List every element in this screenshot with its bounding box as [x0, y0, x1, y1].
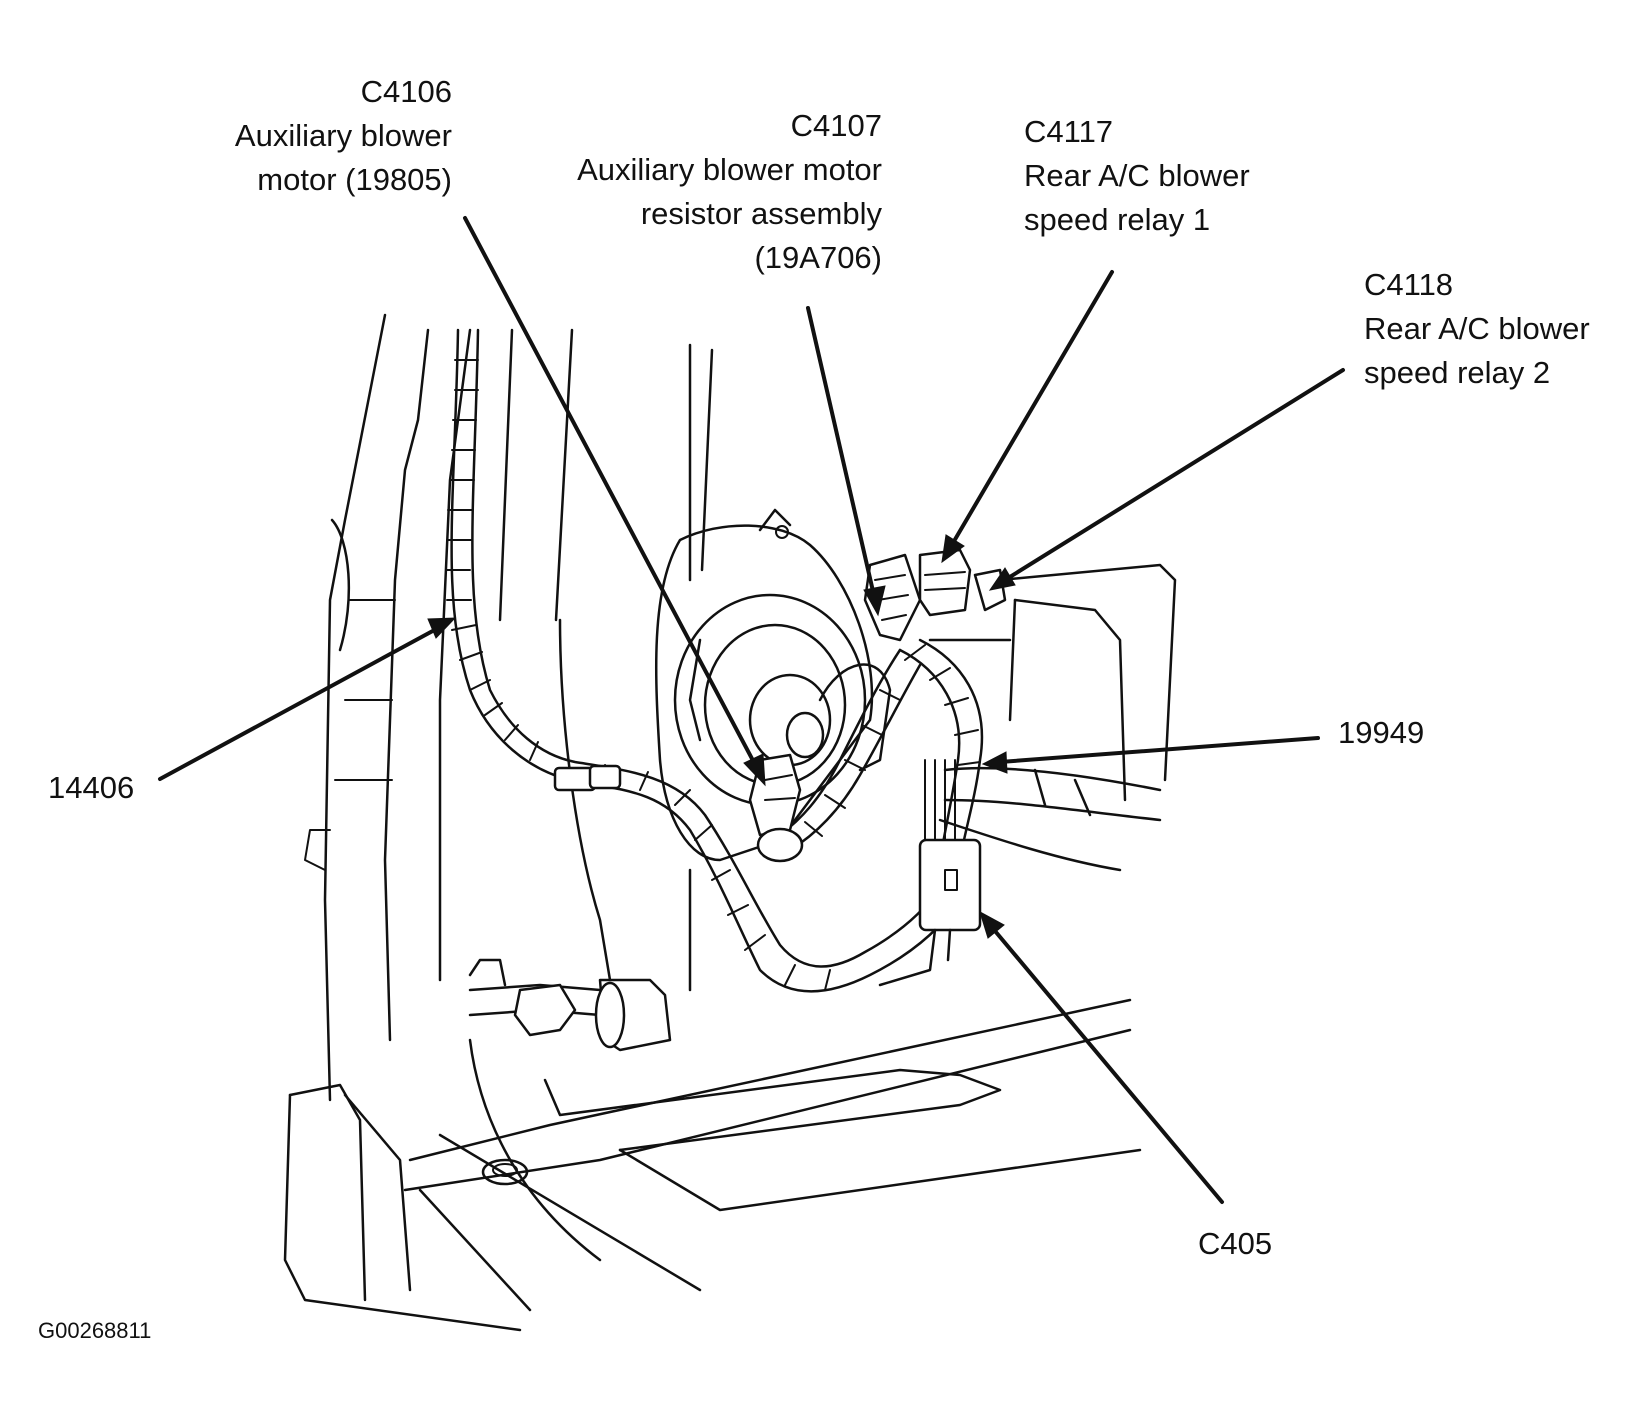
arrowhead-14406 [427, 617, 457, 639]
callout-c4107: C4107 Auxiliary blower motor resistor as… [540, 104, 882, 280]
leader-14406 [158, 625, 442, 781]
arrowhead-19949 [981, 751, 1008, 774]
harness-14406 [445, 328, 962, 1052]
callout-14406-code: 14406 [48, 770, 135, 805]
callout-14406: 14406 [48, 766, 134, 810]
callout-c405: C405 [1198, 1222, 1272, 1266]
leader-c4118 [1003, 368, 1345, 582]
callout-c4107-code: C4107 [790, 108, 882, 143]
callout-c4106-line1: Auxiliary blower [234, 118, 452, 153]
callout-c4117-line1: Rear A/C blower [1024, 158, 1250, 193]
duct-housing [928, 563, 1177, 872]
callout-c4106: C4106 Auxiliary blower motor (19805) [190, 70, 452, 202]
arrowhead-c4117 [941, 534, 965, 564]
arrowhead-c405 [979, 910, 1005, 939]
body-pillar [283, 313, 574, 1332]
callout-c4117-line2: speed relay 1 [1024, 202, 1211, 237]
callout-c405-code: C405 [1198, 1226, 1273, 1261]
callout-19949-code: 19949 [1338, 715, 1425, 750]
callout-c4106-code: C4106 [360, 74, 452, 109]
leader-c4106 [463, 216, 760, 772]
floor-panel [403, 998, 1142, 1312]
leader-19949 [998, 736, 1320, 764]
callout-c4117-code: C4117 [1024, 114, 1114, 149]
arrowhead-c4107 [863, 585, 886, 617]
leader-c405 [988, 923, 1224, 1204]
callout-c4107-line2: resistor assembly [640, 196, 882, 231]
callout-c4117: C4117 Rear A/C blower speed relay 1 [1024, 110, 1250, 242]
leader-c4117 [948, 270, 1114, 550]
callout-c4118-line2: speed relay 2 [1364, 355, 1551, 390]
arrowhead-c4106 [743, 753, 766, 787]
callout-c4118-line1: Rear A/C blower [1364, 311, 1590, 346]
callout-c4106-line2: motor (19805) [257, 162, 452, 197]
arrowhead-c4118 [988, 567, 1016, 591]
callout-c4107-line3: (19A706) [754, 240, 882, 275]
leader-arrows [158, 216, 1345, 1204]
callout-c4107-line1: Auxiliary blower motor [577, 152, 882, 187]
figure-id: G00268811 [38, 1318, 152, 1343]
callout-c4118-code: C4118 [1364, 267, 1454, 302]
leader-c4107 [806, 306, 877, 602]
callout-c4118: C4118 Rear A/C blower speed relay 2 [1364, 263, 1590, 395]
callout-19949: 19949 [1338, 711, 1424, 755]
harness-19949 [748, 548, 1007, 987]
